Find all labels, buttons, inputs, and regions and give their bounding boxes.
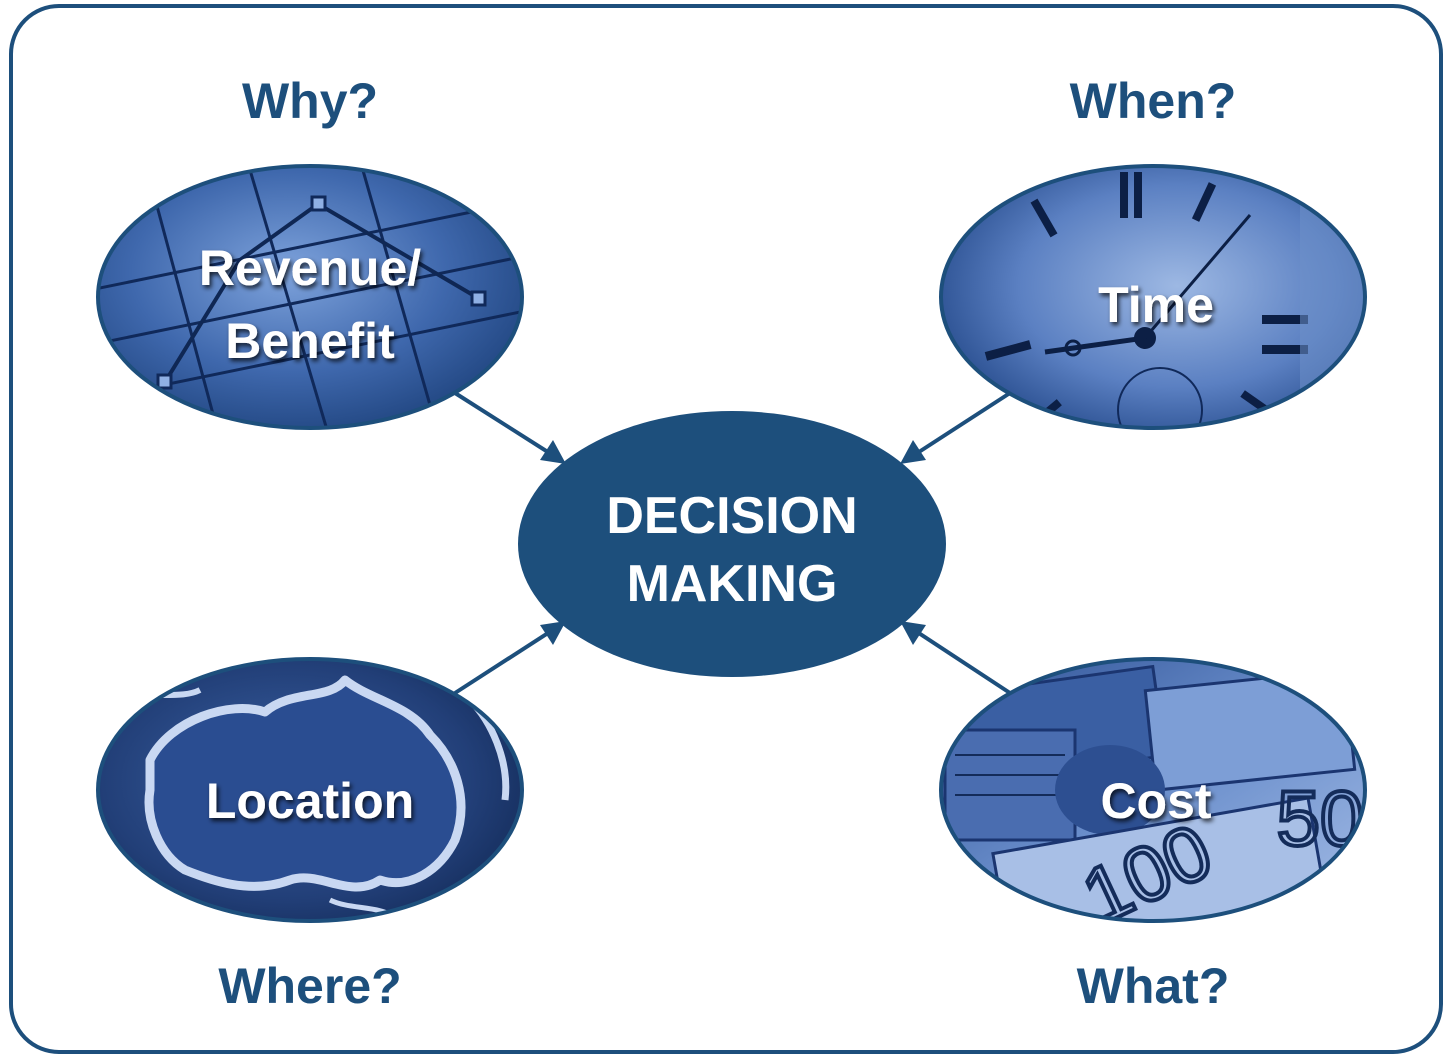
arrowhead-where	[540, 621, 566, 645]
center-node: DECISION MAKING	[518, 411, 946, 677]
center-label-line1: DECISION	[606, 487, 857, 545]
question-where: Where?	[218, 958, 401, 1014]
question-when: When?	[1070, 73, 1237, 129]
node-where: Location	[96, 657, 524, 923]
arrow-heads	[540, 440, 926, 645]
arrows	[453, 391, 1012, 695]
node-what-label: Cost	[1100, 773, 1211, 829]
question-why: Why?	[242, 73, 378, 129]
banknote-icon: 100 50	[943, 664, 1365, 921]
center-label-line2: MAKING	[627, 555, 838, 613]
arrow-when-to-center	[903, 391, 1012, 463]
line-chart-icon	[98, 166, 522, 428]
arrowhead-why	[540, 440, 566, 464]
arrowhead-when	[900, 440, 926, 464]
node-why-label-line1: Revenue/	[199, 240, 421, 296]
arrow-what-to-center	[903, 622, 1012, 695]
node-why-label-line2: Benefit	[225, 313, 395, 369]
arrow-where-to-center	[453, 622, 564, 695]
node-why: Revenue/ Benefit	[96, 164, 524, 430]
node-what: 100 50 Cost	[939, 657, 1367, 923]
arrow-why-to-center	[453, 391, 564, 463]
arrowhead-what	[900, 621, 926, 645]
node-when-label: Time	[1098, 277, 1214, 333]
question-what: What?	[1077, 958, 1230, 1014]
center-ellipse	[518, 411, 946, 677]
node-where-label: Location	[206, 773, 414, 829]
